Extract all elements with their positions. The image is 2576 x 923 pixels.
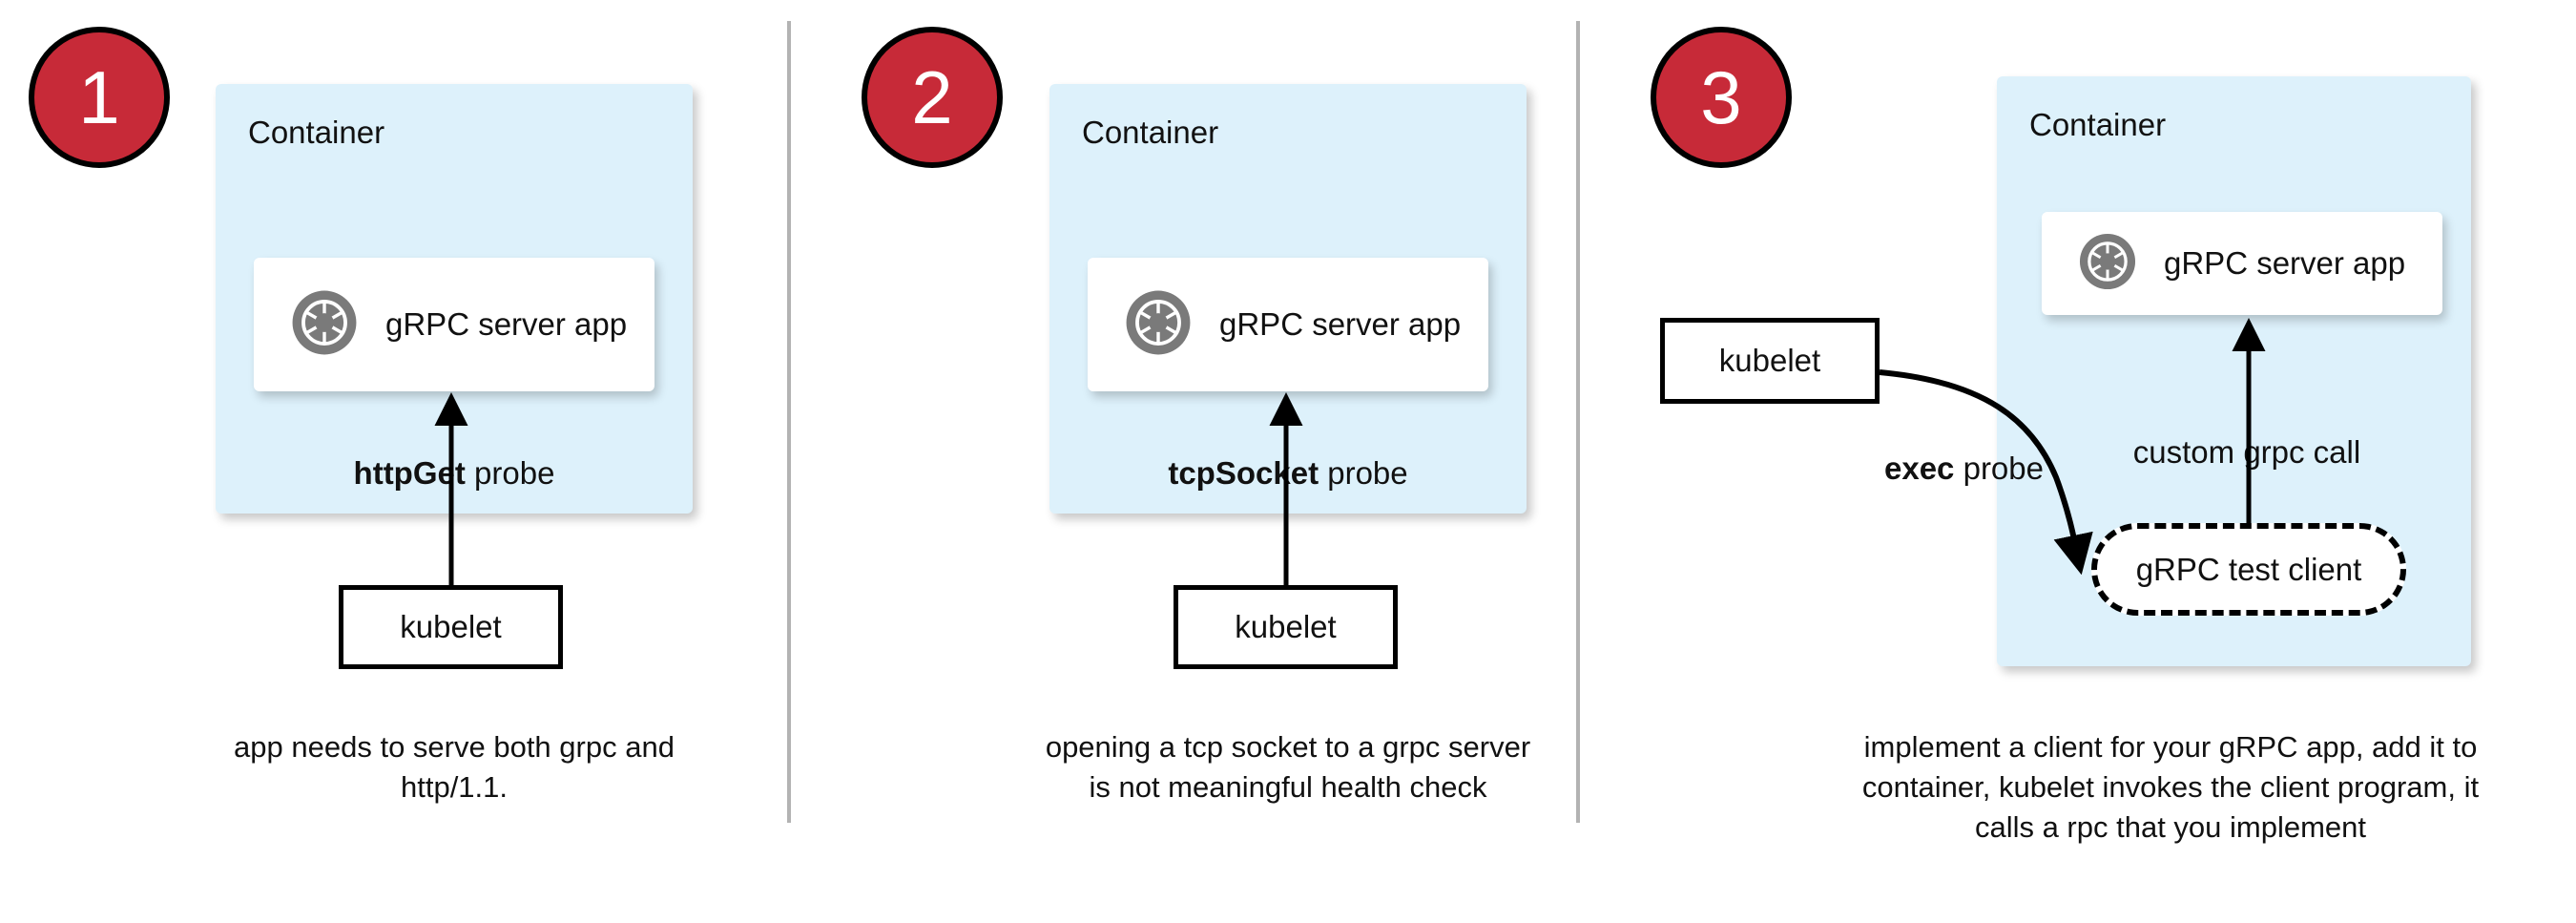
grpc-server-app-card-2: gRPC server app [1088, 258, 1488, 391]
custom-grpc-call-label: custom grpc call [2132, 434, 2361, 470]
container-label-1: Container [248, 115, 385, 150]
step-badge-3: 3 [1651, 27, 1792, 168]
kubelet-label-3: kubelet [1718, 343, 1821, 378]
probe-type-2: tcpSocket [1168, 455, 1319, 491]
container-label-2: Container [1082, 115, 1219, 150]
app-card-label-1: gRPC server app [385, 306, 628, 342]
exec-probe-label: exec probe [1884, 451, 2044, 487]
probe-label-2: tcpSocket probe [1088, 455, 1488, 492]
grpc-test-client-node: gRPC test client [2091, 523, 2406, 616]
probe-word-3: probe [1954, 451, 2044, 486]
probe-type-3: exec [1884, 451, 1955, 486]
kubelet-box-1: kubelet [339, 585, 563, 669]
probe-word-1: probe [465, 455, 555, 491]
panel-divider-2 [1576, 21, 1580, 823]
grpc-server-app-card-3: gRPC server app [2042, 212, 2442, 315]
grpc-aperture-icon [2076, 230, 2139, 298]
grpc-aperture-icon [288, 286, 361, 364]
panel-caption-2: opening a tcp socket to a grpc server is… [1045, 730, 1531, 804]
grpc-aperture-icon [1122, 286, 1195, 364]
kubelet-label-2: kubelet [1235, 609, 1337, 644]
grpc-test-client-label: gRPC test client [2135, 551, 2362, 587]
app-card-label-2: gRPC server app [1219, 306, 1462, 342]
panel-divider-1 [787, 21, 791, 823]
grpc-server-app-card-1: gRPC server app [254, 258, 654, 391]
container-label-3: Container [2029, 107, 2167, 142]
probe-type-1: httpGet [353, 455, 466, 491]
probe-word-2: probe [1319, 455, 1408, 491]
step-badge-2: 2 [862, 27, 1003, 168]
probe-label-1: httpGet probe [254, 455, 654, 492]
step-badge-1: 1 [29, 27, 170, 168]
app-card-label-3: gRPC server app [2164, 245, 2406, 281]
panel-caption-1: app needs to serve both grpc and http/1.… [234, 730, 675, 804]
kubelet-label-1: kubelet [400, 609, 502, 644]
kubelet-box-3: kubelet [1660, 318, 1880, 404]
panel-caption-3: implement a client for your gRPC app, ad… [1861, 730, 2480, 844]
kubelet-box-2: kubelet [1174, 585, 1398, 669]
